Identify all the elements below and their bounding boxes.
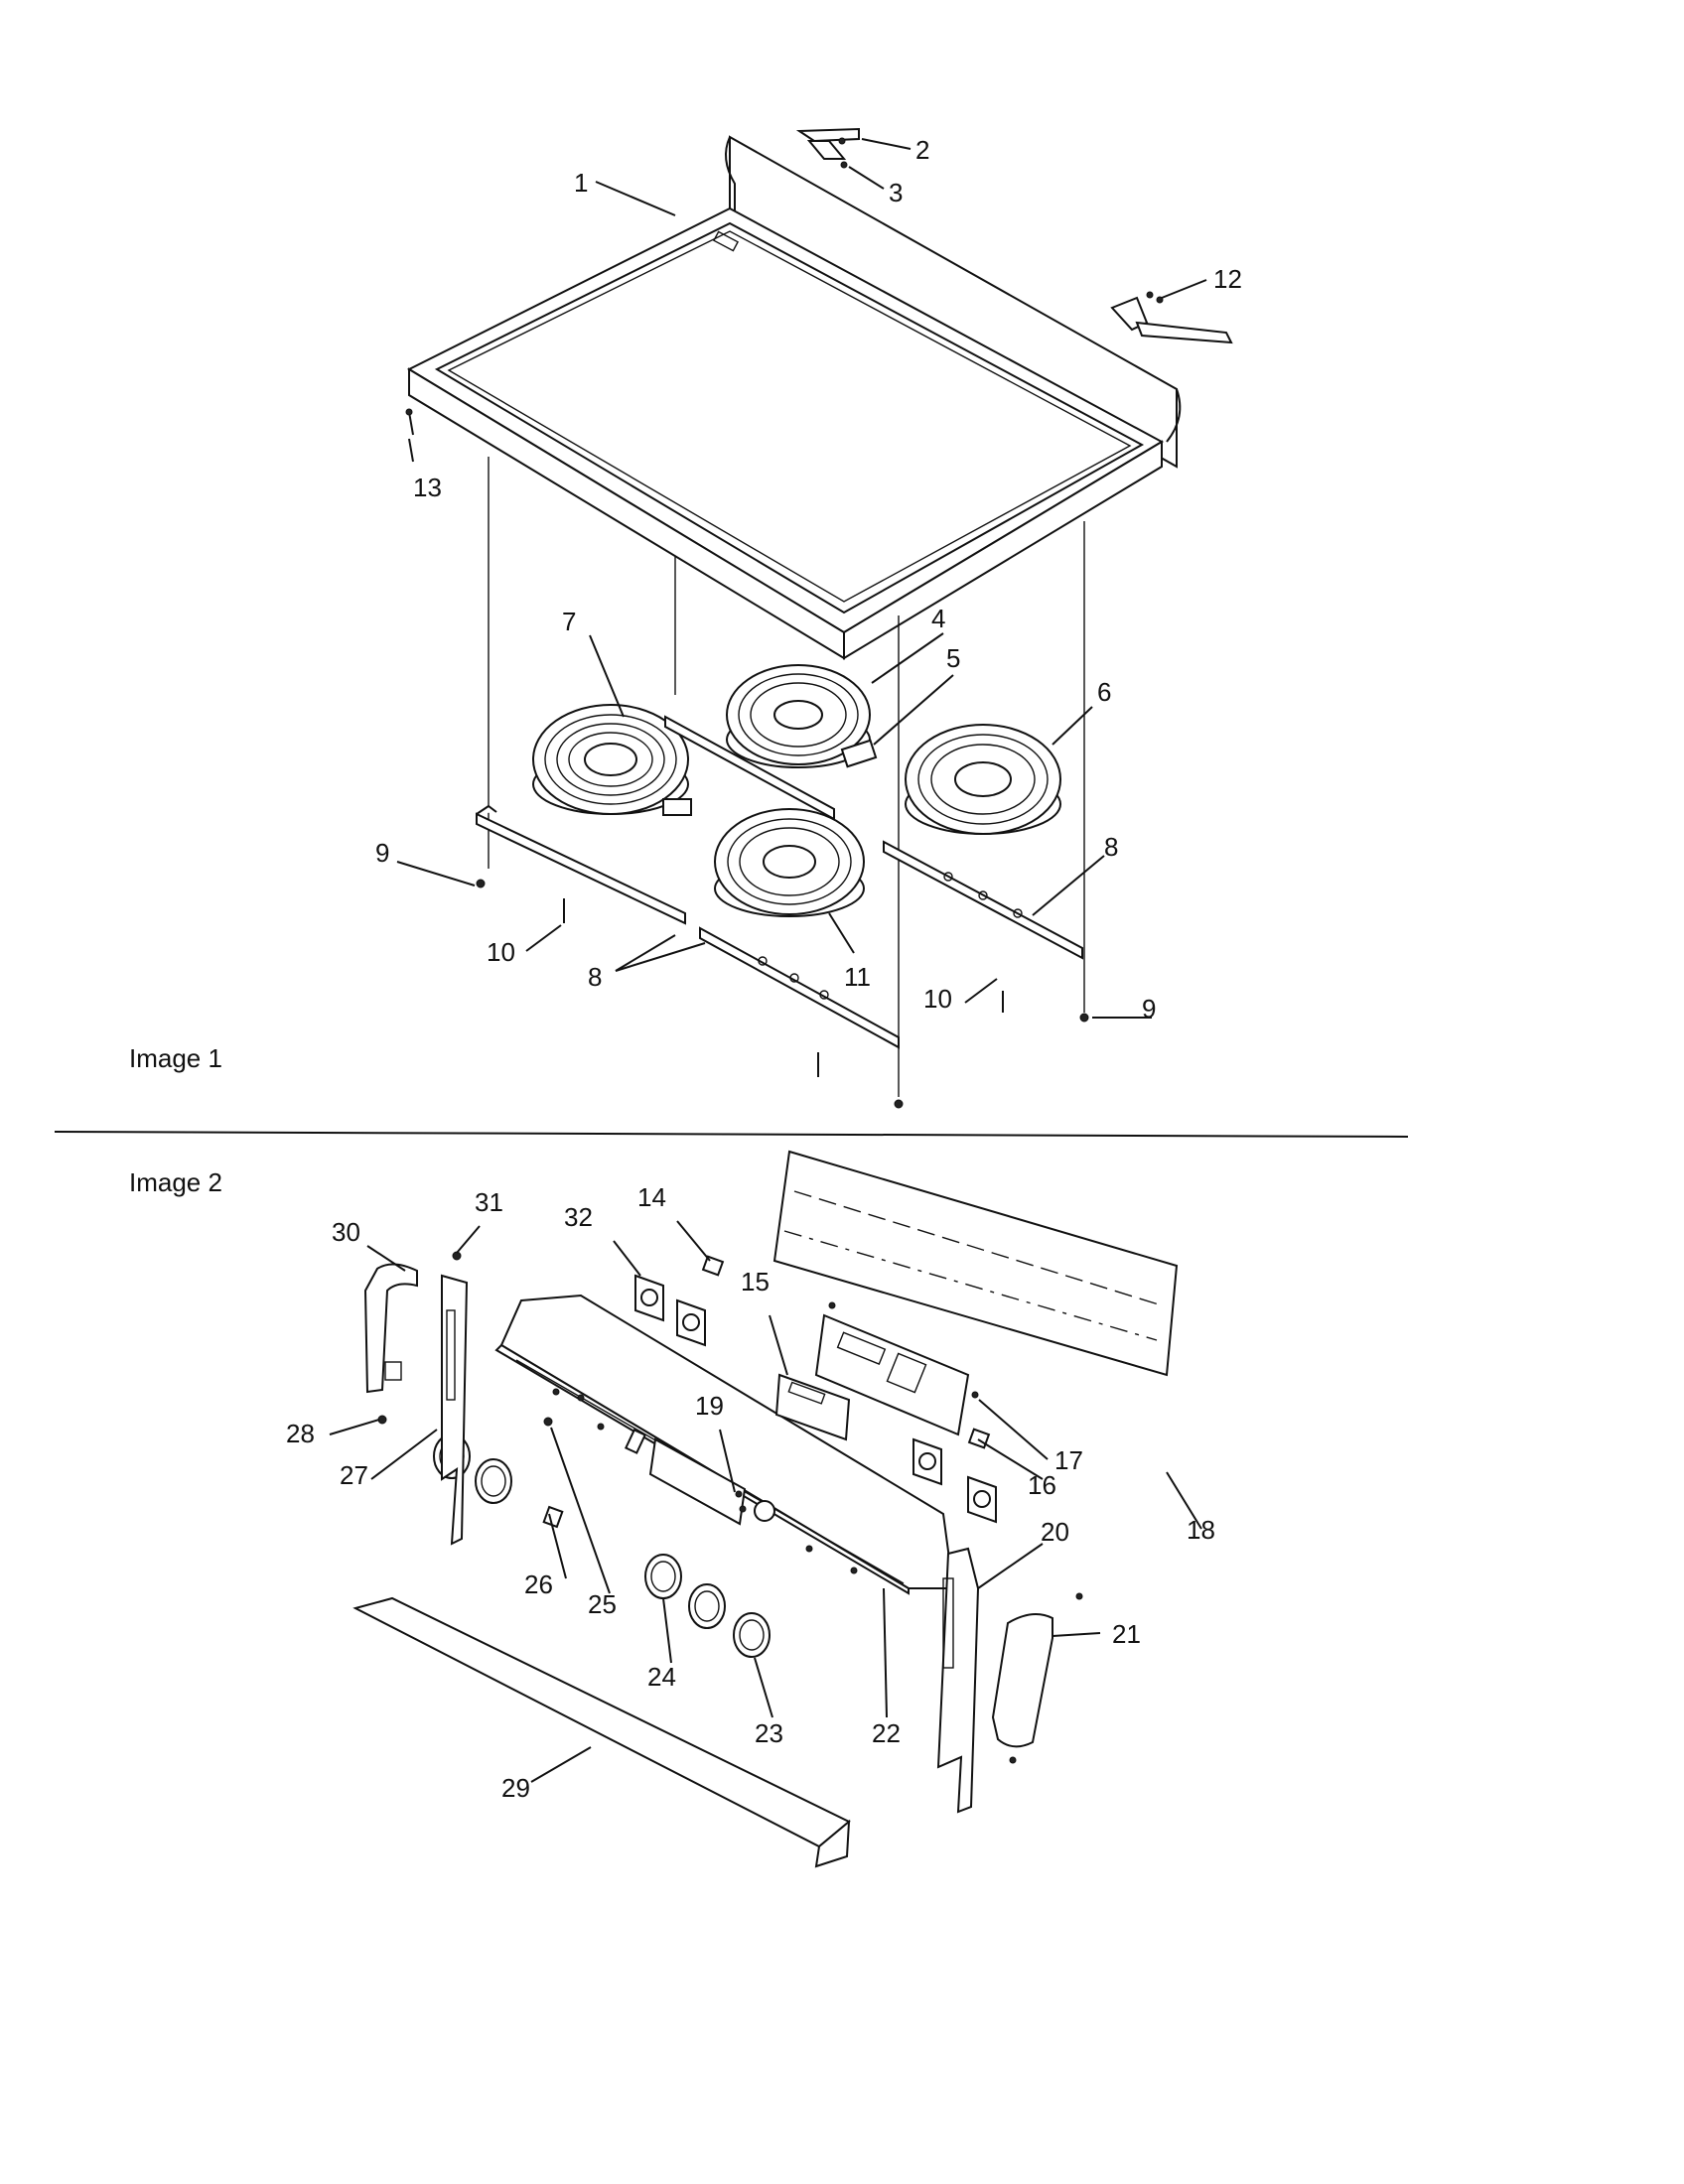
callout-8-center: 8 bbox=[588, 962, 602, 992]
callout-10-right: 10 bbox=[923, 984, 952, 1014]
screw-21-top bbox=[1075, 1592, 1083, 1600]
electronic-control-board bbox=[814, 1301, 970, 1436]
knob-23 bbox=[733, 1612, 771, 1658]
infinite-switch-right-b bbox=[967, 1475, 997, 1524]
callout-12: 12 bbox=[1213, 264, 1242, 294]
callout-10-left: 10 bbox=[487, 937, 515, 967]
knob-left-2 bbox=[475, 1458, 512, 1504]
switch-26 bbox=[542, 1505, 564, 1529]
leader-lines-image1 bbox=[396, 138, 1207, 1019]
callout-25: 25 bbox=[588, 1589, 617, 1619]
callout-6: 6 bbox=[1097, 677, 1111, 707]
callout-8-right: 8 bbox=[1104, 832, 1118, 862]
callout-5: 5 bbox=[946, 643, 960, 673]
callout-labels-image2: 30 31 32 14 15 19 17 16 18 28 27 26 25 2… bbox=[286, 1182, 1215, 1803]
callout-14: 14 bbox=[637, 1182, 666, 1212]
callout-4: 4 bbox=[931, 604, 945, 633]
callout-18: 18 bbox=[1187, 1515, 1215, 1545]
callout-31: 31 bbox=[475, 1187, 503, 1217]
callout-9-left: 9 bbox=[375, 838, 389, 868]
callout-17: 17 bbox=[1054, 1445, 1083, 1475]
burner-element-11 bbox=[714, 808, 865, 917]
callout-30: 30 bbox=[332, 1217, 360, 1247]
terminal-block-5 bbox=[840, 739, 878, 768]
screw-bottom bbox=[894, 1099, 904, 1109]
callout-13: 13 bbox=[413, 473, 442, 502]
hinge-bracket-left bbox=[795, 127, 860, 169]
support-bracket-left bbox=[476, 804, 686, 925]
screw-21-bottom bbox=[1009, 1756, 1017, 1764]
callout-20: 20 bbox=[1041, 1517, 1069, 1547]
infinite-switch-32a bbox=[634, 1274, 664, 1322]
callout-19: 19 bbox=[695, 1391, 724, 1421]
knob-24 bbox=[644, 1554, 682, 1599]
callout-23: 23 bbox=[755, 1718, 783, 1748]
callout-26: 26 bbox=[524, 1570, 553, 1599]
end-cap-30 bbox=[363, 1263, 418, 1394]
knob-center bbox=[688, 1583, 726, 1629]
leader-lines-image2 bbox=[329, 1220, 1202, 1783]
burner-element-6 bbox=[905, 724, 1061, 835]
screw-28 bbox=[377, 1415, 387, 1425]
infinite-switch-right-a bbox=[912, 1437, 942, 1486]
switch-14 bbox=[701, 1255, 725, 1277]
side-bracket-left bbox=[441, 1274, 469, 1546]
callout-32: 32 bbox=[564, 1202, 593, 1232]
overlay-15 bbox=[774, 1373, 851, 1441]
cooktop-assembly: 1 2 3 12 13 7 4 5 6 9 10 8 8 11 10 9 bbox=[375, 127, 1242, 1109]
screw-31 bbox=[452, 1251, 462, 1261]
callout-15: 15 bbox=[741, 1267, 770, 1297]
support-bracket-rear bbox=[664, 715, 835, 821]
callout-27: 27 bbox=[340, 1460, 368, 1490]
callout-24: 24 bbox=[647, 1662, 676, 1692]
callout-7: 7 bbox=[562, 607, 576, 636]
callout-21: 21 bbox=[1112, 1619, 1141, 1649]
burner-element-7 bbox=[532, 704, 692, 816]
trim-strip-29 bbox=[352, 1596, 851, 1868]
callout-2: 2 bbox=[915, 135, 929, 165]
burner-element-4 bbox=[726, 664, 871, 768]
callout-9-right: 9 bbox=[1142, 994, 1156, 1024]
callout-22: 22 bbox=[872, 1718, 901, 1748]
callout-29: 29 bbox=[501, 1773, 530, 1803]
hinge-bracket-right bbox=[1110, 291, 1233, 344]
screw-9-left bbox=[476, 879, 486, 888]
section-divider bbox=[54, 1131, 1409, 1138]
control-panel-22 bbox=[494, 1294, 955, 1595]
callout-1: 1 bbox=[574, 168, 588, 198]
callout-labels-image1: 1 2 3 12 13 7 4 5 6 9 10 8 8 11 10 9 bbox=[375, 135, 1242, 1024]
screw-25 bbox=[543, 1417, 553, 1427]
callout-16: 16 bbox=[1028, 1470, 1056, 1500]
support-bracket-center bbox=[699, 926, 900, 1049]
callout-28: 28 bbox=[286, 1419, 315, 1448]
infinite-switch-32b bbox=[676, 1298, 706, 1347]
callout-3: 3 bbox=[889, 178, 903, 207]
cooktop-main-top bbox=[406, 135, 1182, 660]
side-bracket-20 bbox=[936, 1547, 980, 1814]
image-1-caption: Image 1 bbox=[129, 1043, 222, 1073]
control-panel-assembly: 30 31 32 14 15 19 17 16 18 28 27 26 25 2… bbox=[286, 1150, 1215, 1868]
callout-11: 11 bbox=[844, 962, 871, 992]
support-bracket-right bbox=[883, 840, 1083, 960]
screw-13 bbox=[405, 408, 414, 436]
screw-17 bbox=[971, 1391, 979, 1399]
screw-9-right bbox=[1079, 1013, 1089, 1023]
end-cap-21 bbox=[991, 1613, 1053, 1748]
rear-panel-18 bbox=[772, 1150, 1179, 1377]
image-2-caption: Image 2 bbox=[129, 1167, 222, 1197]
